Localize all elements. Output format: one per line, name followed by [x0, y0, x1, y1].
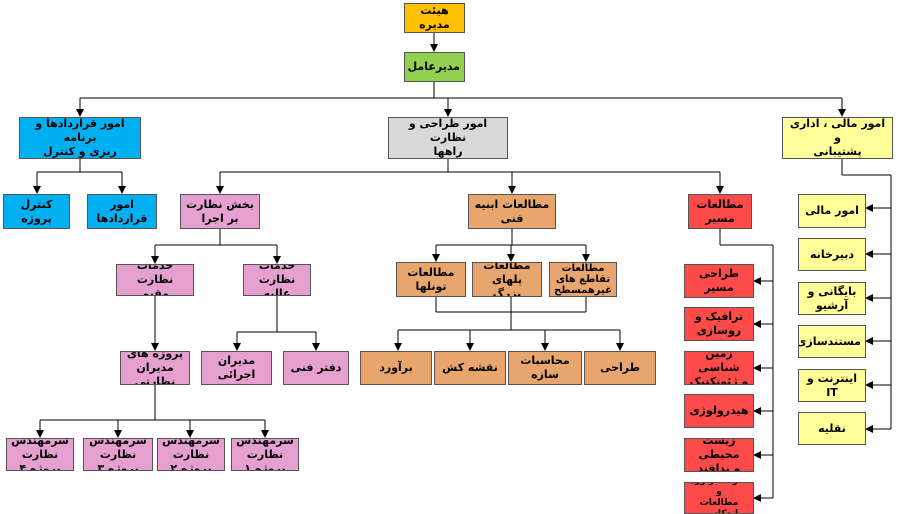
finance-item-label-1: امور مالی	[805, 204, 859, 217]
resident-services-label: خدمات نظارت مقیم	[136, 264, 174, 296]
supervision-box: بخش نظارت بر اجرا	[180, 194, 260, 229]
technical-studies-label: مطالعات ابنیه فنی	[474, 197, 550, 225]
engineer-box-2: سرمهندس نظارت پروژه ۲	[157, 438, 225, 471]
contracts-affairs-label: امور قراردادها	[96, 197, 148, 225]
project-control-box: کنترل پروژه	[3, 194, 70, 229]
engineer-label-2: سرمهندس نظارت پروژه ۲	[162, 438, 220, 471]
technical-studies-box: مطالعات ابنیه فنی	[468, 194, 556, 229]
drafting-box: نقشه کش	[434, 351, 506, 385]
resident-services-box: خدمات نظارت مقیم	[116, 264, 194, 296]
executive-managers-box: مدیران اجرائی	[201, 351, 272, 385]
route-item-label-1: طراحی مسیر	[698, 267, 740, 294]
board-box: هیئت مدیره	[404, 3, 465, 33]
route-item-box-5: زیست محیطی و پدافند	[684, 438, 754, 472]
ceo-label: مدیرعامل	[407, 60, 460, 73]
finance-item-label-5: اینترنت و IT	[806, 371, 858, 399]
engineer-box-4: سرمهندس نظارت پروژه ۴	[6, 438, 74, 471]
finance-item-box-5: اینترنت و IT	[798, 369, 866, 402]
project-managers-box: پروژه های مدیران نظارتی	[120, 351, 190, 385]
drafting-label: نقشه کش	[442, 361, 498, 374]
engineer-box-3: سرمهندس نظارت پروژه ۳	[83, 438, 153, 471]
interchanges-studies-box: مطالعات تقاطع های غیرهمسطح	[549, 262, 617, 297]
route-item-box-4: هیدرولوژی	[684, 394, 754, 428]
finance-item-label-2: دبیرخانه	[810, 247, 854, 261]
route-item-label-5: زیست محیطی و پدافند	[697, 438, 741, 472]
project-managers-label: پروژه های مدیران نظارتی	[126, 351, 184, 385]
high-services-box: خدمات نظارت عالیه	[243, 264, 311, 296]
contracts-affairs-box: امور قراردادها	[87, 194, 157, 229]
route-studies-box: مطالعات مسیر	[688, 194, 752, 229]
finance-item-box-4: مستندسازی	[798, 325, 866, 358]
engineer-label-4: سرمهندس نظارت پروژه ۴	[11, 438, 69, 471]
design-task-box: طراحی	[584, 351, 656, 385]
finance-item-box-1: امور مالی	[798, 194, 866, 228]
route-item-box-6: متره ، برآورد و مطالعات انعکاسی	[684, 482, 754, 514]
finance-item-box-6: نقلیه	[798, 412, 866, 445]
tech-office-label: دفتر فنی	[290, 361, 342, 374]
route-item-box-1: طراحی مسیر	[684, 264, 754, 298]
contracts-dept-box: امور قراردادها و برنامه ریزی و کنترل	[19, 117, 141, 159]
engineer-label-1: سرمهندس نظارت پروژه ۱	[236, 438, 294, 471]
big-bridges-studies-label: مطالعات پلهای بزرگ	[483, 262, 531, 297]
tunnels-studies-label: مطالعات تونلها	[407, 265, 455, 293]
finance-dept-label: امور مالی ، اداری و پشتیبانی	[789, 117, 886, 158]
tech-office-box: دفتر فنی	[283, 351, 349, 385]
big-bridges-studies-box: مطالعات پلهای بزرگ	[472, 262, 542, 297]
executive-managers-label: مدیران اجرائی	[217, 354, 256, 381]
finance-dept-box: امور مالی ، اداری و پشتیبانی	[782, 117, 893, 159]
route-item-label-4: هیدرولوژی	[689, 404, 749, 417]
board-label: هیئت مدیره	[419, 4, 450, 31]
route-item-box-3: زمین شناسی و ژئوتکنیک	[684, 351, 754, 385]
structure-calc-box: محاسبات سازه	[508, 351, 582, 385]
finance-item-label-4: مستندسازی	[798, 334, 861, 348]
route-item-label-2: ترافیک و روسازی	[694, 310, 744, 337]
design-dept-label: امور طراحی و نظارت راهها	[408, 117, 488, 158]
design-task-label: طراحی	[599, 361, 641, 374]
engineer-label-3: سرمهندس نظارت پروژه ۳	[89, 438, 147, 471]
finance-item-label-3: بایگانی و آرشیو	[807, 284, 857, 312]
route-item-box-2: ترافیک و روسازی	[684, 307, 754, 341]
engineer-box-1: سرمهندس نظارت پروژه ۱	[231, 438, 299, 471]
contracts-dept-label: امور قراردادها و برنامه ریزی و کنترل	[35, 117, 125, 158]
finance-item-box-2: دبیرخانه	[798, 238, 866, 271]
tunnels-studies-box: مطالعات تونلها	[396, 262, 466, 297]
route-item-label-3: زمین شناسی و ژئوتکنیک	[689, 351, 749, 385]
ceo-box: مدیرعامل	[404, 52, 465, 82]
estimate-label: برآورد	[379, 361, 413, 374]
finance-item-label-6: نقلیه	[818, 421, 846, 435]
route-item-label-6: متره ، برآورد و مطالعات انعکاسی	[690, 483, 747, 514]
route-studies-label: مطالعات مسیر	[696, 197, 744, 225]
estimate-box: برآورد	[360, 351, 432, 385]
finance-item-box-3: بایگانی و آرشیو	[798, 282, 866, 315]
structure-calc-label: محاسبات سازه	[520, 354, 570, 381]
project-control-label: کنترل پروژه	[20, 197, 53, 225]
design-dept-box: امور طراحی و نظارت راهها	[388, 117, 508, 159]
interchanges-studies-label: مطالعات تقاطع های غیرهمسطح	[554, 263, 612, 296]
high-services-label: خدمات نظارت عالیه	[258, 264, 296, 296]
supervision-label: بخش نظارت بر اجرا	[186, 197, 254, 225]
